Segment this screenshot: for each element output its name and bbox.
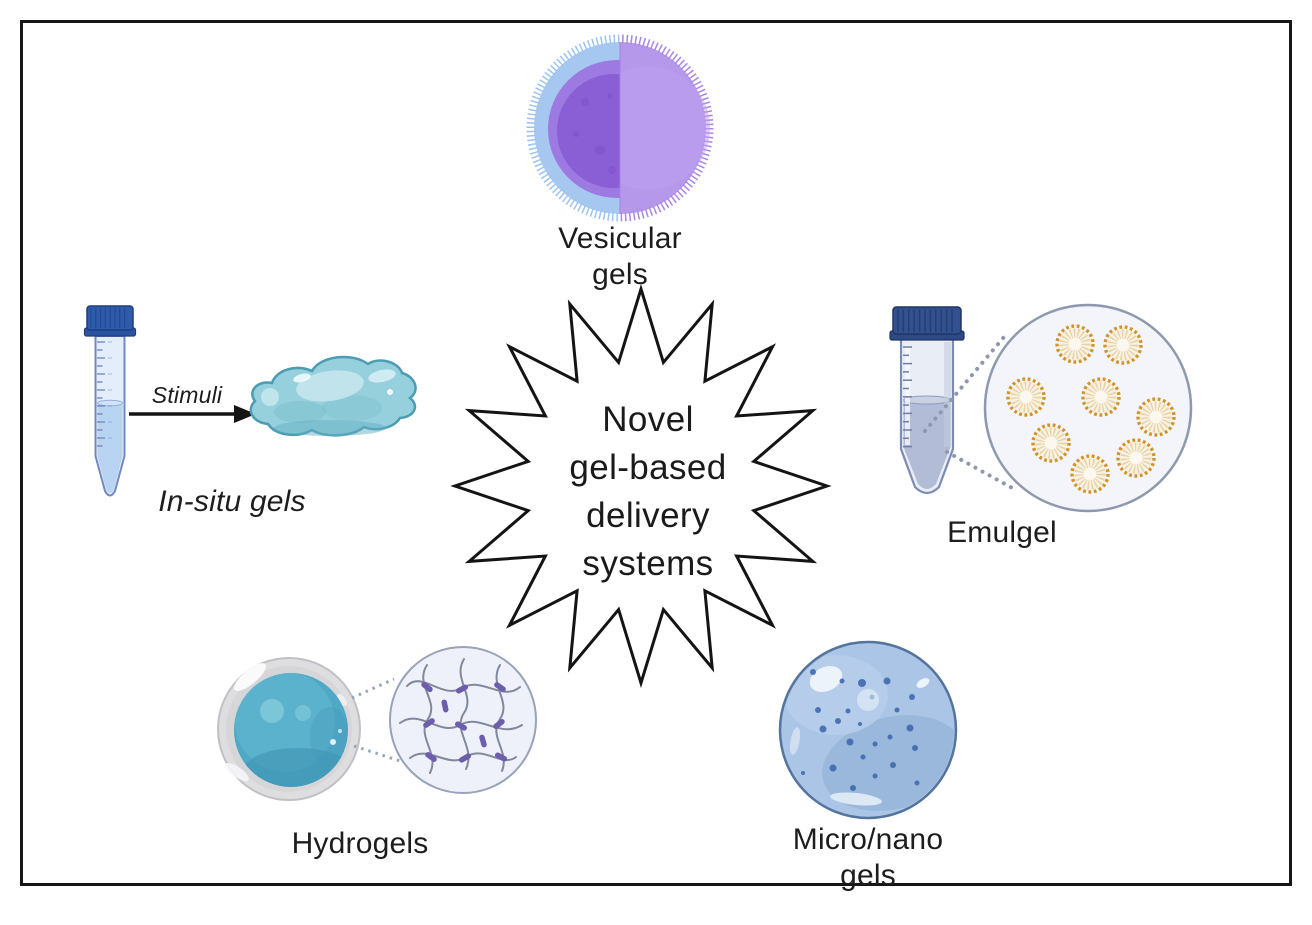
magnifier-dotted-line xyxy=(923,335,1016,491)
label-vesicular-gels: Vesicular gels xyxy=(558,222,682,291)
micelle-icon xyxy=(1055,324,1095,364)
micelle-icon xyxy=(1031,423,1071,463)
micelle-icon xyxy=(1081,377,1121,417)
vesicle-sphere-icon xyxy=(526,34,714,222)
label-stimuli: Stimuli xyxy=(151,382,223,408)
label-hydrogels: Hydrogels xyxy=(291,827,429,860)
polymer-network-icon xyxy=(389,646,537,794)
hydrogel-bead-icon xyxy=(217,657,361,801)
micelle-icon xyxy=(1103,325,1143,365)
label-in-situ-gels: In-situ gels xyxy=(158,485,306,518)
center-title: Novel gel-based delivery systems xyxy=(569,400,727,583)
centrifuge-tube-icon xyxy=(83,305,137,497)
stimuli-arrow-icon xyxy=(129,405,256,423)
micelle-icon xyxy=(1070,454,1110,494)
micelle-icon xyxy=(1116,438,1156,478)
label-emulgel: Emulgel xyxy=(947,516,1057,549)
micelle-icon xyxy=(1136,397,1176,437)
micelle-icon xyxy=(1006,377,1046,417)
nanogel-sphere-icon xyxy=(778,640,958,820)
magnifier-dotted-line xyxy=(351,677,401,763)
centrifuge-tube-icon xyxy=(889,306,965,495)
starburst-shape xyxy=(450,283,832,689)
gel-blob-icon xyxy=(249,355,417,437)
emulgel-zoom-circle xyxy=(983,303,1193,513)
label-micro-nano-gels: Micro/nano gels xyxy=(792,823,944,892)
